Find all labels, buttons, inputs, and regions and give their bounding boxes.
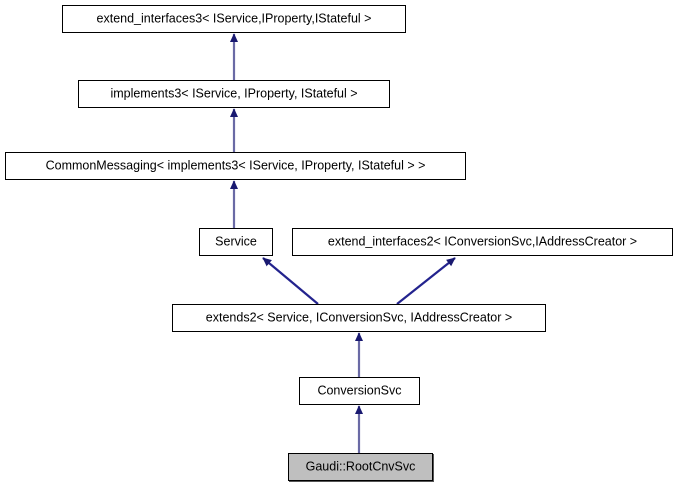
node-extends2[interactable]: extends2< Service, IConversionSvc, IAddr… — [172, 304, 546, 332]
node-gaudi-rootcnvsvc[interactable]: Gaudi::RootCnvSvc — [288, 453, 433, 481]
node-label: extends2< Service, IConversionSvc, IAddr… — [205, 310, 513, 325]
node-label: Service — [215, 234, 257, 249]
node-label: ConversionSvc — [317, 383, 402, 398]
edge-extends2-to-service — [262, 257, 319, 305]
node-label: extend_interfaces2< IConversionSvc,IAddr… — [327, 234, 638, 249]
node-commonmessaging[interactable]: CommonMessaging< implements3< IService, … — [5, 152, 466, 180]
node-label: CommonMessaging< implements3< IService, … — [45, 158, 426, 173]
edge-extends2-to-extend-interfaces2 — [396, 257, 456, 305]
node-label: extend_interfaces3< IService,IProperty,I… — [96, 11, 372, 26]
node-label: implements3< IService, IProperty, IState… — [110, 86, 358, 101]
node-extend-interfaces3[interactable]: extend_interfaces3< IService,IProperty,I… — [62, 5, 406, 33]
node-label: Gaudi::RootCnvSvc — [305, 459, 416, 474]
node-conversionsvc[interactable]: ConversionSvc — [299, 377, 420, 405]
node-extend-interfaces2[interactable]: extend_interfaces2< IConversionSvc,IAddr… — [292, 228, 673, 256]
node-service[interactable]: Service — [199, 228, 273, 256]
node-implements3[interactable]: implements3< IService, IProperty, IState… — [78, 80, 390, 108]
